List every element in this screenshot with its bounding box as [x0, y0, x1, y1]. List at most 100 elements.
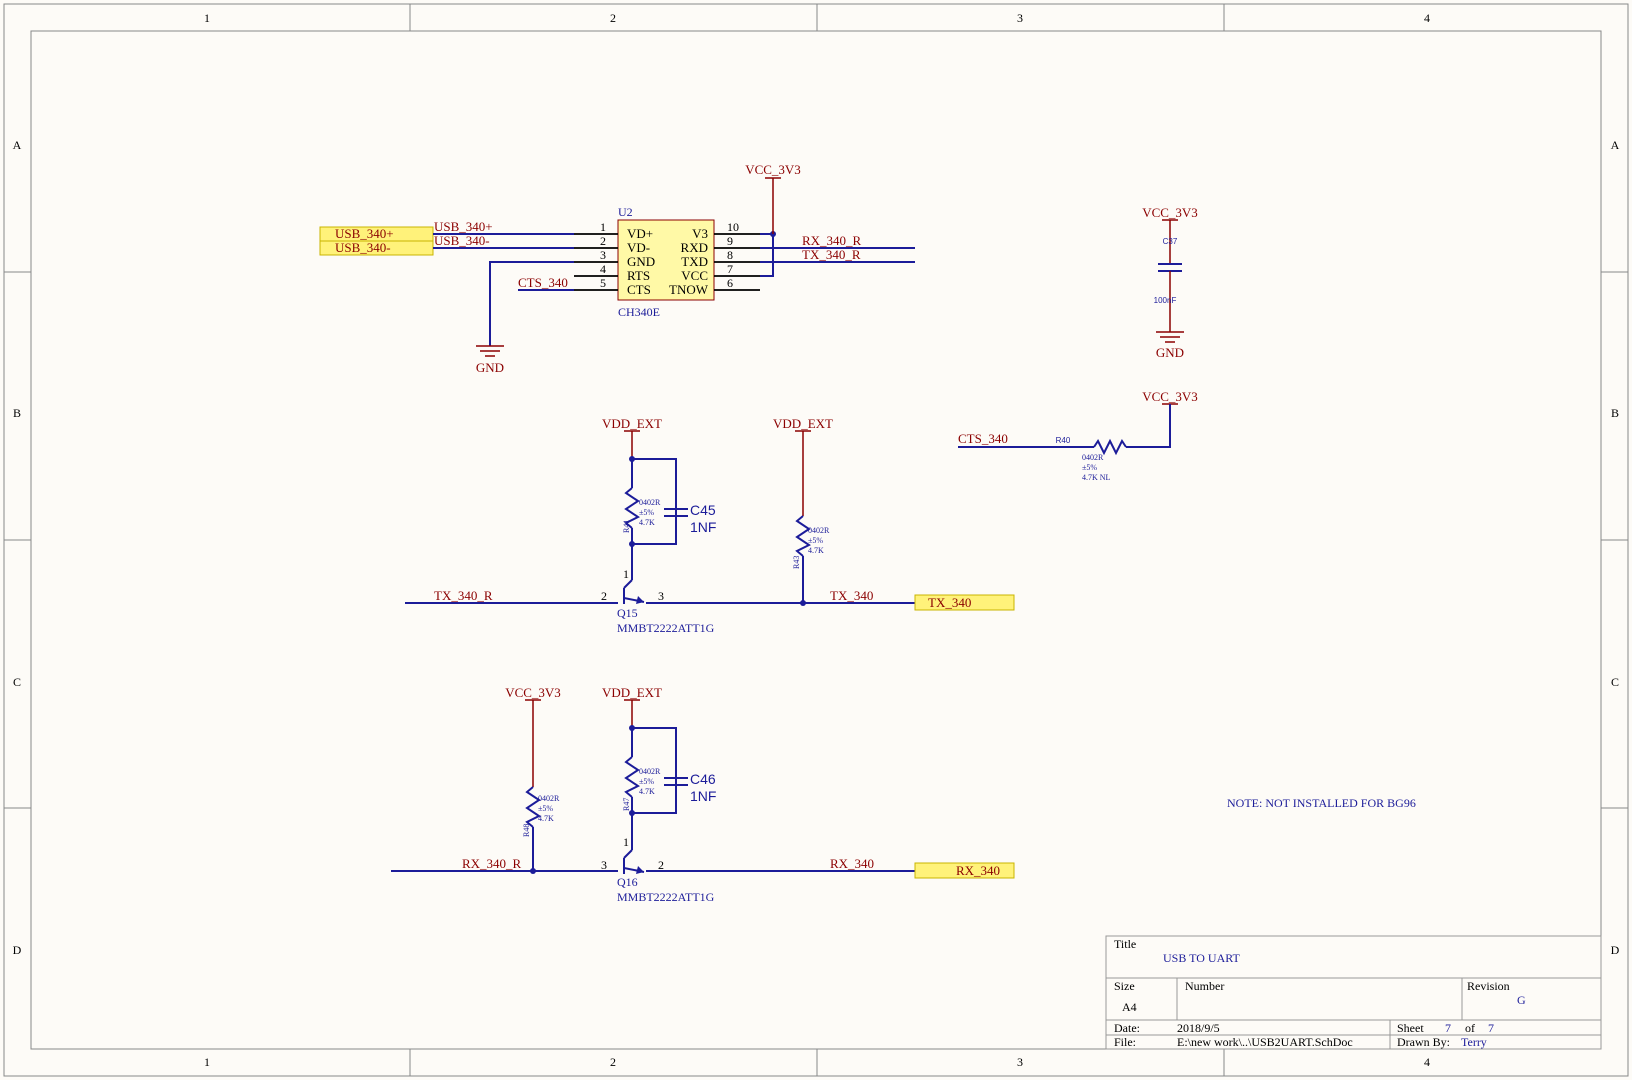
sheet-value: 7: [1445, 1021, 1451, 1035]
title-block: Title USB TO UART Size A4 Number Revisio…: [1105, 935, 1602, 1050]
sheet-label: Sheet: [1397, 1021, 1424, 1035]
grid-row-a-right: A: [1611, 138, 1620, 152]
u2-pin-rxd: RXD: [681, 240, 708, 255]
c46-designator: C46: [690, 771, 716, 787]
r48-designator: R48: [522, 824, 531, 837]
note-not-installed: NOTE: NOT INSTALLED FOR BG96: [1227, 796, 1416, 810]
r40-tolerance: ±5%: [1082, 463, 1097, 472]
size-label: Size: [1114, 979, 1135, 993]
net-gnd-c37: GND: [1156, 345, 1184, 360]
net-vcc-3v3-r48: VCC_3V3: [505, 685, 561, 700]
q16-part: MMBT2222ATT1G: [617, 890, 715, 904]
grid-row-d: D: [13, 943, 22, 957]
u2-pin-2-num: 2: [600, 234, 606, 248]
port-rx-340-label: RX_340: [956, 863, 1000, 878]
net-tx-340-r-u2: TX_340_R: [802, 247, 861, 262]
u2-pin-gnd: GND: [627, 254, 655, 269]
r43-tolerance: ±5%: [808, 536, 823, 545]
q16-section[interactable]: VCC_3V3 0402R ±5% 4.7K R48 VDD_EXT C46 1…: [391, 685, 1015, 904]
file-label: File:: [1114, 1035, 1136, 1049]
port-usb-plus-label: USB_340+: [335, 226, 394, 241]
u2-pin-vdminus: VD-: [627, 240, 650, 255]
sheet-frame: [3, 3, 1629, 1077]
net-tx-340-r-q15: TX_340_R: [434, 588, 493, 603]
drawn-label: Drawn By:: [1397, 1035, 1450, 1049]
u2-ch340e[interactable]: U2 CH340E 1 2 3 4 5 VD+ VD- GND RTS CTS …: [574, 205, 760, 319]
u2-pin-cts: CTS: [627, 282, 651, 297]
grid-col-2: 2: [610, 11, 616, 25]
r40-designator: R40: [1056, 436, 1071, 445]
c46-value: 1NF: [690, 788, 716, 804]
r41-value: 4.7K: [639, 518, 655, 527]
title-label: Title: [1114, 937, 1136, 951]
grid-row-d-right: D: [1611, 943, 1620, 957]
r40-value: 4.7K NL: [1082, 473, 1111, 482]
grid-row-b-right: B: [1611, 406, 1619, 420]
u2-pin-v3: V3: [692, 226, 708, 241]
u2-pin-10-num: 10: [727, 220, 739, 234]
usb-ports[interactable]: USB_340+ USB_340-: [319, 226, 434, 256]
u2-pin-vdplus: VD+: [627, 226, 653, 241]
grid-col-3-bottom: 3: [1017, 1055, 1023, 1069]
q16-designator: Q16: [617, 875, 638, 889]
u2-pin-vcc: VCC: [681, 268, 708, 283]
r41-package: 0402R: [639, 498, 661, 507]
u2-pin-txd: TXD: [681, 254, 708, 269]
c37-capacitor[interactable]: VCC_3V3 GND C37 100nF: [1142, 205, 1198, 360]
q15-designator: Q15: [617, 606, 638, 620]
r40-resistor[interactable]: VCC_3V3 CTS_340 R40 0402R ±5% 4.7K NL: [958, 389, 1198, 482]
r43-package: 0402R: [808, 526, 830, 535]
net-vcc-3v3-r40: VCC_3V3: [1142, 389, 1198, 404]
file-value: E:\new work\..\USB2UART.SchDoc: [1177, 1035, 1353, 1049]
net-rx-340: RX_340: [830, 856, 874, 871]
u2-pin-6-num: 6: [727, 276, 733, 290]
u2-designator: U2: [618, 205, 633, 219]
u2-pin-tnow: TNOW: [669, 282, 709, 297]
c45-value: 1NF: [690, 519, 716, 535]
r48-package: 0402R: [538, 794, 560, 803]
q15-part: MMBT2222ATT1G: [617, 621, 715, 635]
grid-col-4-bottom: 4: [1424, 1055, 1430, 1069]
net-vcc-3v3-c37: VCC_3V3: [1142, 205, 1198, 220]
u2-body[interactable]: [617, 219, 715, 301]
revision-value: G: [1517, 993, 1526, 1007]
u2-pin-5-num: 5: [600, 276, 606, 290]
c37-designator: C37: [1163, 237, 1178, 246]
q15-pin-c: 1: [623, 567, 629, 581]
of-label: of: [1465, 1021, 1475, 1035]
r48-tolerance: ±5%: [538, 804, 553, 813]
port-tx-340[interactable]: [914, 594, 1015, 611]
grid-labels: 1 2 3 4 1 2 3 4 A B C D A B C D: [13, 11, 1620, 1069]
c37-value: 100nF: [1154, 296, 1177, 305]
u2-pin-7-num: 7: [727, 262, 733, 276]
port-rx-340[interactable]: [914, 862, 1015, 879]
port-tx-340-label: TX_340: [928, 595, 971, 610]
q15-pin-b: 2: [601, 589, 607, 603]
size-value: A4: [1122, 1000, 1137, 1014]
net-vcc-3v3-u2: VCC_3V3: [745, 162, 801, 177]
q15-pin-e: 3: [658, 589, 664, 603]
u2-pin-8-num: 8: [727, 248, 733, 262]
grid-col-1: 1: [204, 11, 210, 25]
grid-row-b: B: [13, 406, 21, 420]
net-cts-340-r40: CTS_340: [958, 431, 1008, 446]
q16-pin-b: 3: [601, 858, 607, 872]
u2-pin-rts: RTS: [627, 268, 650, 283]
net-gnd-u2: GND: [476, 360, 504, 375]
sheet-total: 7: [1488, 1021, 1494, 1035]
u2-part: CH340E: [618, 305, 660, 319]
gnd-symbol-u2: GND: [476, 345, 504, 375]
revision-label: Revision: [1467, 979, 1510, 993]
grid-col-3: 3: [1017, 11, 1023, 25]
date-label: Date:: [1114, 1021, 1140, 1035]
port-usb-minus-label: USB_340-: [335, 240, 391, 255]
net-rx-340-r-u2: RX_340_R: [802, 233, 862, 248]
u2-pin-4-num: 4: [600, 262, 606, 276]
c45-designator: C45: [690, 502, 716, 518]
grid-col-2-bottom: 2: [610, 1055, 616, 1069]
grid-col-1-bottom: 1: [204, 1055, 210, 1069]
drawn-value: Terry: [1461, 1035, 1487, 1049]
q15-section[interactable]: VDD_EXT C45 1NF 0402R ±5% 4.7K R41 1 2 3…: [405, 416, 1015, 635]
date-value: 2018/9/5: [1177, 1021, 1220, 1035]
